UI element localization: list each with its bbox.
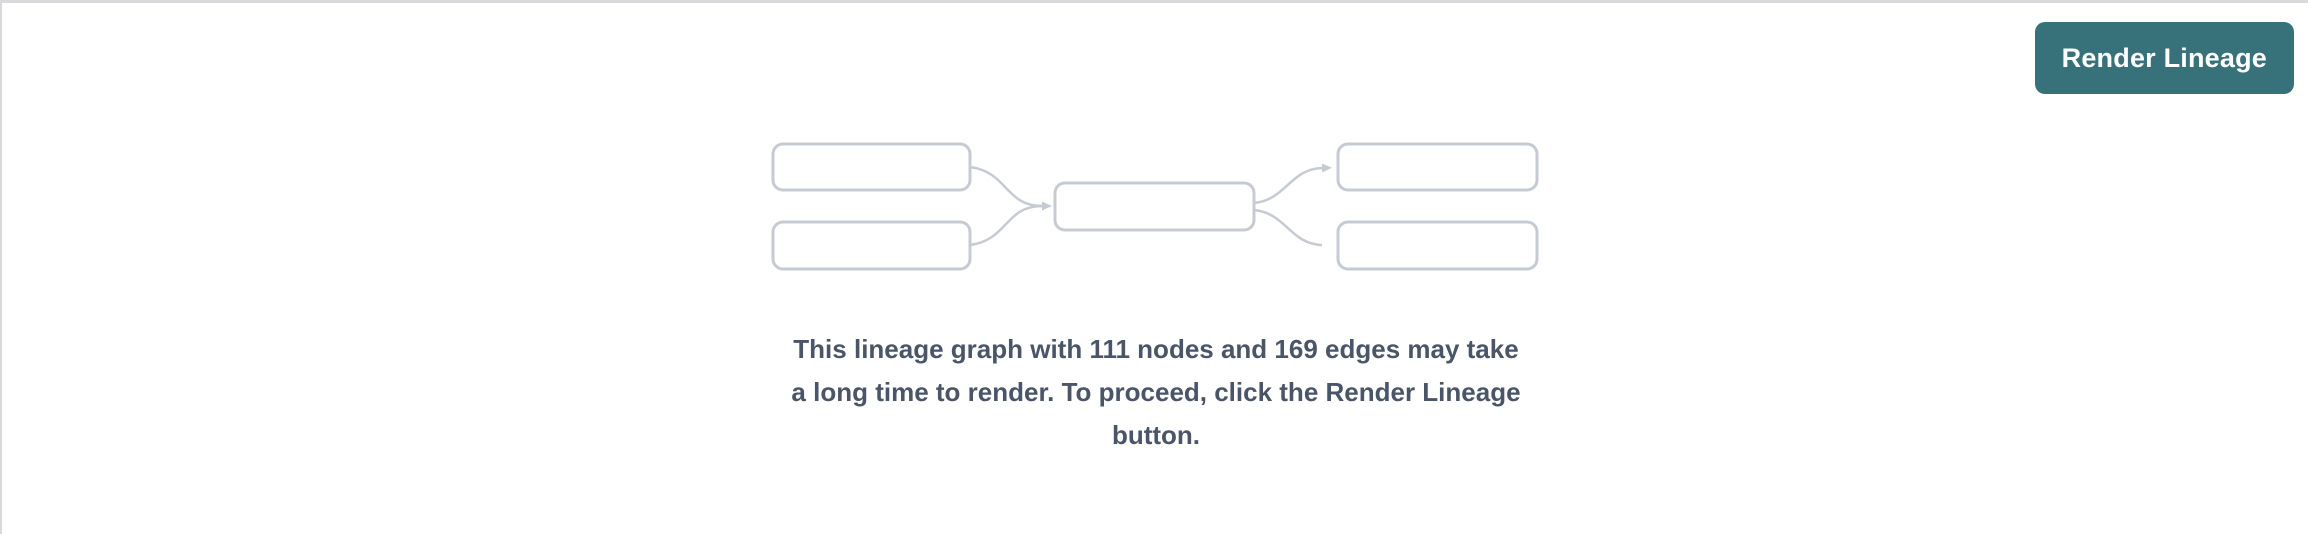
placeholder-node-box (771, 142, 972, 192)
placeholder-edge (969, 165, 1052, 211)
placeholder-node-box (771, 220, 972, 271)
placeholder-edge (969, 204, 1043, 247)
placeholder-edge (1253, 208, 1323, 247)
mini-lineage-diagram-icon (771, 142, 1539, 271)
placeholder-node-box (1053, 181, 1256, 232)
render-warning-line-2: a long time to render. To proceed, click… (791, 377, 1521, 407)
render-warning-message: This lineage graph with 111 nodes and 16… (2, 328, 2308, 457)
render-warning-line-1: This lineage graph with 111 nodes and 16… (793, 334, 1519, 364)
placeholder-node-box (1336, 142, 1539, 192)
placeholder-node-box (1336, 220, 1539, 271)
render-lineage-button[interactable]: Render Lineage (2034, 22, 2294, 94)
render-warning-line-3: button. (1111, 420, 1201, 450)
placeholder-edge (1253, 163, 1332, 205)
